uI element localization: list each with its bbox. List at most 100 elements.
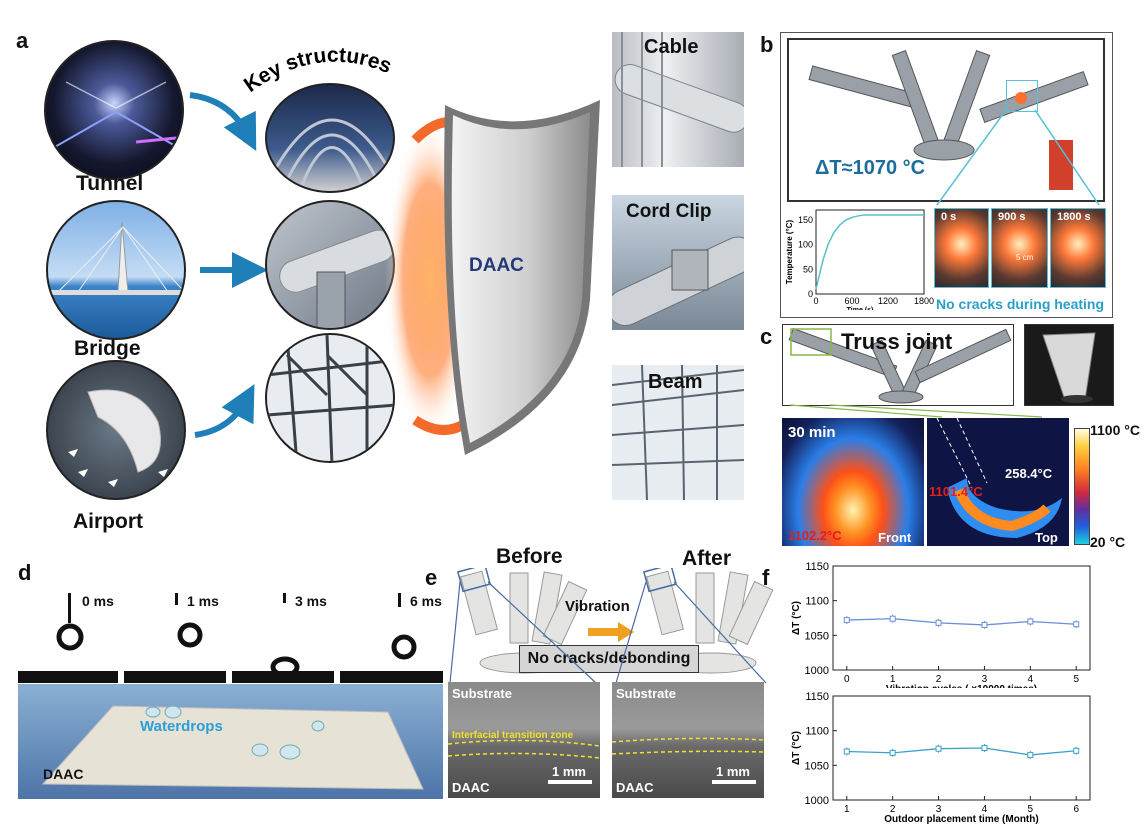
droplet-time-2: 3 ms bbox=[295, 593, 327, 609]
daac-label: DAAC bbox=[469, 255, 524, 276]
panel-d-letter: d bbox=[18, 560, 32, 585]
data-point-0 bbox=[843, 748, 850, 755]
data-point-4 bbox=[1027, 751, 1034, 758]
colorbar-min: 20 °C bbox=[1090, 534, 1126, 550]
data-point-5 bbox=[1073, 621, 1080, 628]
sem-before: Substrate Interfacial transition zone DA… bbox=[448, 682, 600, 798]
data-point-5 bbox=[1073, 747, 1080, 754]
y-tick-2: 100 bbox=[798, 240, 813, 250]
plot-frame bbox=[815, 209, 925, 295]
data-point-0 bbox=[843, 617, 850, 624]
colorbar bbox=[1074, 428, 1090, 545]
y-tick-1: 1050 bbox=[805, 630, 829, 642]
droplet-time-1: 1 ms bbox=[187, 593, 219, 609]
daac-label-before: DAAC bbox=[452, 780, 490, 795]
panel-e-letter: e bbox=[425, 565, 438, 590]
y-axis-label: ΔT (°C) bbox=[791, 731, 802, 765]
tunnel-structure-photo bbox=[265, 83, 395, 193]
thermal-time: 30 min bbox=[788, 424, 836, 441]
panel-b-frame bbox=[780, 32, 1113, 318]
no-cracks-debonding-box: No cracks/debonding bbox=[519, 645, 699, 673]
arrow-tunnel bbox=[189, 92, 257, 152]
scene-arrows bbox=[189, 92, 268, 438]
series-line bbox=[846, 747, 1077, 756]
data-point-3 bbox=[981, 621, 988, 628]
x-axis-label: Outdoor placement time (Month) bbox=[884, 814, 1038, 825]
daac-label-after: DAAC bbox=[616, 780, 654, 795]
x-axis-label: Vibration cycles ( ×10000 times) bbox=[886, 684, 1037, 688]
x-tick-2: 3 bbox=[936, 804, 942, 815]
x-tick-2: 1200 bbox=[878, 296, 898, 306]
data-point-1 bbox=[889, 615, 896, 622]
daac-shield-graphic bbox=[385, 100, 600, 455]
y-tick-3: 150 bbox=[798, 215, 813, 225]
x-tick-1: 600 bbox=[844, 296, 859, 306]
delta-t-label: ΔT≈1070 °C bbox=[815, 157, 926, 179]
vibration-arrow bbox=[588, 622, 634, 642]
tunnel-photo bbox=[44, 40, 184, 180]
thermal-top-image: 258.4°C 1101.4°C Top bbox=[927, 418, 1069, 546]
vibration-cycles-chart: 1000105011001150012345Vibration cycles (… bbox=[791, 561, 1091, 688]
x-tick-0: 0 bbox=[813, 296, 818, 306]
series-line bbox=[846, 618, 1077, 626]
zoom-lines-c bbox=[789, 404, 1043, 418]
bridge-label: Bridge bbox=[74, 337, 141, 360]
y-tick-3: 1150 bbox=[805, 691, 829, 703]
x-tick-2: 2 bbox=[936, 674, 942, 685]
front-label: Front bbox=[878, 530, 912, 545]
airport-photo bbox=[46, 360, 186, 500]
x-axis-label: Time (s) bbox=[847, 307, 874, 310]
panel-c-letter: c bbox=[760, 324, 773, 349]
plot-frame bbox=[832, 565, 1091, 671]
x-tick-1: 2 bbox=[890, 804, 896, 815]
y-tick-0: 0 bbox=[808, 289, 813, 299]
y-tick-0: 1000 bbox=[805, 795, 829, 807]
waterdrops-photo: Waterdrops DAAC bbox=[18, 684, 443, 799]
cone-photo bbox=[1024, 324, 1114, 406]
y-tick-0: 1000 bbox=[805, 665, 829, 677]
tunnel-label: Tunnel bbox=[76, 172, 144, 195]
y-tick-2: 1100 bbox=[805, 726, 829, 738]
inset-time-0: 0 s bbox=[941, 211, 957, 223]
temperature-line bbox=[815, 214, 924, 290]
after-label: After bbox=[682, 547, 732, 570]
scale-before: 1 mm bbox=[552, 764, 586, 779]
data-point-2 bbox=[935, 619, 942, 626]
truss-joint-title: Truss joint bbox=[841, 329, 953, 354]
front-max-temp: 1102.2°C bbox=[788, 528, 842, 543]
data-point-3 bbox=[981, 745, 988, 751]
y-tick-1: 50 bbox=[803, 264, 813, 274]
y-tick-1: 1050 bbox=[805, 760, 829, 772]
droplet-time-3: 6 ms bbox=[410, 593, 442, 609]
before-label: Before bbox=[496, 545, 563, 568]
x-tick-3: 1800 bbox=[914, 296, 934, 306]
beam-label: Beam bbox=[648, 371, 703, 393]
beam-photo: Beam bbox=[612, 365, 744, 500]
inset-scale: 5 cm bbox=[1016, 253, 1034, 262]
x-tick-0: 0 bbox=[844, 674, 850, 685]
sem-after: Substrate DAAC 1 mm bbox=[612, 682, 764, 798]
cable-photo: Cable bbox=[612, 32, 744, 167]
substrate-label-before: Substrate bbox=[452, 686, 512, 701]
daac-sample-label: DAAC bbox=[43, 766, 84, 782]
top-temp-2: 1101.4°C bbox=[929, 484, 983, 499]
zoom-lines bbox=[936, 109, 1100, 206]
x-tick-0: 1 bbox=[844, 804, 850, 815]
droplet-sequence bbox=[18, 593, 443, 683]
heating-inset-1: 900 s 5 cm bbox=[991, 208, 1048, 288]
temperature-chart: 060012001800050100150Time (s)Temperature… bbox=[785, 209, 934, 310]
x-tick-4: 4 bbox=[1028, 674, 1034, 685]
no-cracks-heating-caption: No cracks during heating bbox=[936, 296, 1105, 312]
x-tick-5: 6 bbox=[1073, 804, 1079, 815]
top-temp-1: 258.4°C bbox=[1005, 466, 1053, 481]
data-point-4 bbox=[1027, 618, 1034, 625]
airport-label: Airport bbox=[73, 510, 143, 533]
truss-joint-photo: Truss joint bbox=[782, 324, 1014, 406]
airport-structure-photo bbox=[265, 333, 395, 463]
vibration-label: Vibration bbox=[565, 598, 630, 615]
colorbar-max: 1100 °C bbox=[1090, 422, 1140, 438]
panel-f-letter: f bbox=[762, 565, 770, 590]
x-tick-3: 4 bbox=[982, 804, 988, 815]
substrate-label-after: Substrate bbox=[616, 686, 676, 701]
